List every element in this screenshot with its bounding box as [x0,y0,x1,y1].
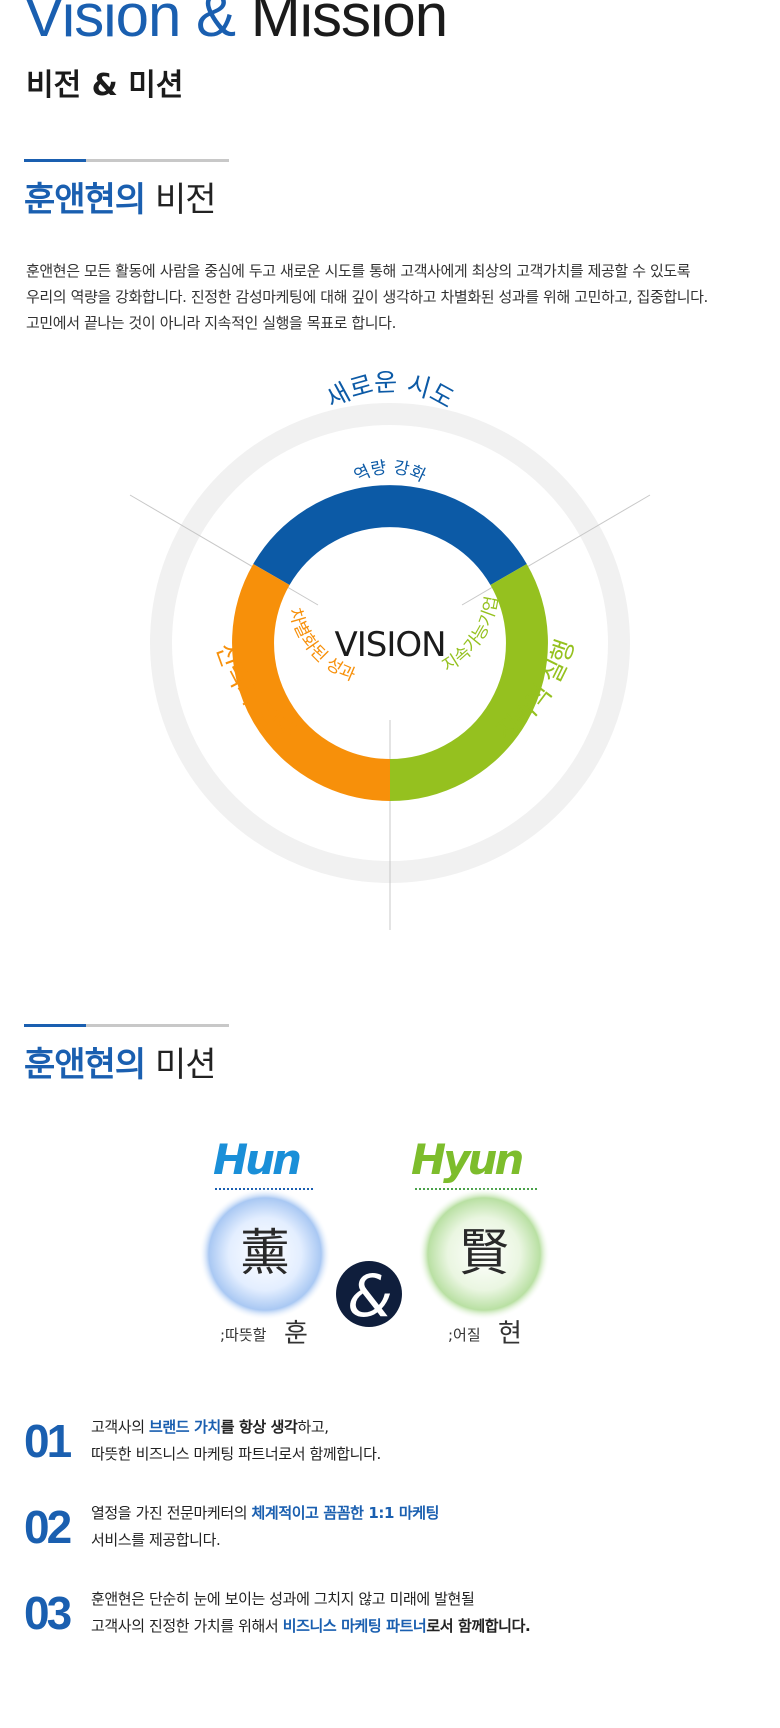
mission-item: 03 훈앤현은 단순히 눈에 보이는 성과에 그치지 않고 미래에 발현될 고객… [24,1586,754,1646]
vision-paragraph: 훈앤현은 모든 활동에 사람을 중심에 두고 새로운 시도를 통해 고객사에게 … [26,258,708,336]
vision-section-title: 훈앤현의 비전 [24,180,216,220]
mission-item: 01 고객사의 브랜드 가치를 항상 생각하고, 따뜻한 비즈니스 마케팅 파트… [24,1414,724,1474]
diagram-inner-label: 지속가능기업 [439,595,503,677]
hun-hyun-graphic: Hun 薰 ;따뜻할 훈 & Hyun 賢 ;어질 현 [199,1135,550,1349]
mission-text: 열정을 가진 전문마케터의 체계적이고 꼼꼼한 1:1 마케팅 서비스를 제공합… [91,1504,440,1549]
hun-meaning: ;따뜻할 [220,1326,267,1344]
mission-text: 훈앤현은 단순히 눈에 보이는 성과에 그치지 않고 미래에 발현될 고객사의 … [91,1590,531,1635]
ampersand-circle [336,1261,402,1327]
hyun-reading: 현 [498,1319,522,1349]
vision-diagram: VISION 새로운 시도 선택과 집중 지속적 실행 역량 강화 차별화된 성… [129,368,651,930]
mission-item: 02 열정을 가진 전문마케터의 체계적이고 꼼꼼한 1:1 마케팅 서비스를 … [24,1500,724,1560]
hun-ink-circle [199,1188,331,1320]
vision-paragraph-line: 훈앤현은 모든 활동에 사람을 중심에 두고 새로운 시도를 통해 고객사에게 … [26,262,691,280]
mission-text: 고객사의 브랜드 가치를 항상 생각하고, 따뜻한 비즈니스 마케팅 파트너로서… [91,1418,381,1463]
ampersand-icon: & [347,1262,392,1330]
page-title-kr: 비전 & 미션 [26,68,184,103]
diagram-inner-label: 역량 강화 [351,458,429,487]
vision-paragraph-line: 고민에서 끝나는 것이 아니라 지속적인 실행을 목표로 합니다. [26,314,396,332]
mission-number: 03 [24,1587,72,1639]
title-mission: Mission [250,0,448,49]
hyun-ink-circle [418,1188,550,1320]
diagram-center-label: VISION [334,625,445,665]
hun-hanja: 薰 [240,1224,290,1282]
section-divider-vision [24,159,229,162]
page-title-en: Vision & Mission [24,0,448,49]
hyun-meaning: ;어질 [448,1326,481,1344]
hun-logo: Hun [213,1135,300,1184]
hyun-logo: Hyun [411,1135,522,1184]
hun-reading: 훈 [284,1319,308,1349]
mission-number: 01 [24,1415,72,1467]
ring-segment-blue [253,485,527,586]
title-vision: Vision & [24,0,236,49]
section-divider-mission [24,1024,229,1027]
mission-number: 02 [24,1501,72,1553]
hyun-hanja: 賢 [459,1224,509,1282]
ring-segment-orange [232,564,391,801]
vision-paragraph-line: 우리의 역량을 강화합니다. 진정한 감성마케팅에 대해 깊이 생각하고 차별화… [26,288,708,306]
mission-section-title: 훈앤현의 미션 [24,1045,216,1085]
ring-segment-green [389,564,548,801]
